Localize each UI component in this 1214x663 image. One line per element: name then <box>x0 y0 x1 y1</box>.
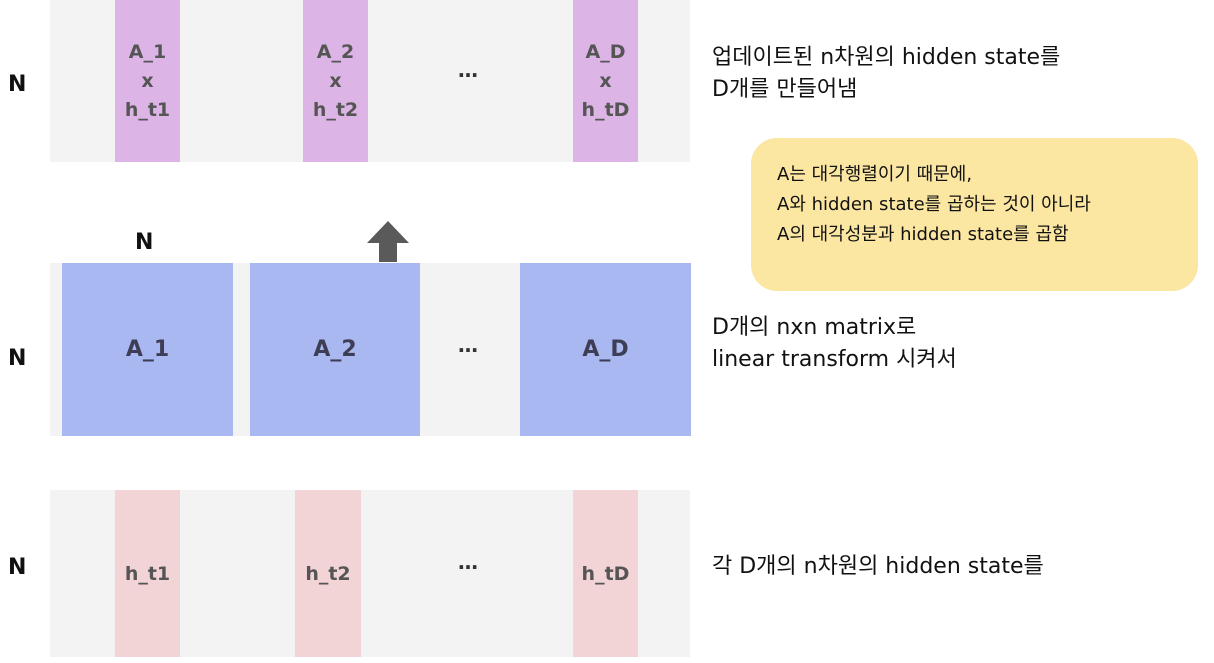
note-line-2: A와 hidden state를 곱하는 것이 아니라 <box>777 194 1091 215</box>
matrix-label: A_2 <box>313 337 357 362</box>
column-a-label: A_D <box>585 40 626 63</box>
matrix-n-label: N <box>135 230 154 255</box>
bottom-column-1: h_t1 <box>115 490 180 657</box>
top-description: 업데이트된 n차원의 hidden state를 D개를 만들어냄 <box>712 42 1060 106</box>
column-x-label: x <box>141 69 154 92</box>
top-column-2: A_2 x h_t2 <box>303 0 368 162</box>
middle-description-line-2: linear transform 시켜서 <box>712 347 957 372</box>
bottom-description-line-1: 각 D개의 n차원의 hidden state를 <box>712 554 1044 579</box>
column-h-label: h_t2 <box>312 98 359 121</box>
bottom-column-d: h_tD <box>573 490 638 657</box>
matrix-a2: A_2 <box>250 263 420 436</box>
column-h-label: h_tD <box>581 98 630 121</box>
note-callout: A는 대각행렬이기 때문에, A와 hidden state를 곱하는 것이 아… <box>751 138 1198 291</box>
top-n-label: N <box>8 72 27 97</box>
hidden-state-label: h_tD <box>581 562 630 585</box>
middle-description-line-1: D개의 nxn matrix로 <box>712 315 917 340</box>
column-a-label: A_2 <box>316 40 355 63</box>
bottom-n-label: N <box>8 555 27 580</box>
top-column-d: A_D x h_tD <box>573 0 638 162</box>
matrix-label: A_1 <box>125 337 170 362</box>
column-x-label: x <box>329 69 342 92</box>
bottom-column-2: h_t2 <box>295 490 361 657</box>
note-line-3: A의 대각성분과 hidden state를 곱함 <box>777 224 1069 245</box>
hidden-state-label: h_t1 <box>124 562 171 585</box>
top-description-line-1: 업데이트된 n차원의 hidden state를 <box>712 45 1061 70</box>
matrix-ad: A_D <box>520 263 691 436</box>
up-arrow-icon <box>367 221 409 262</box>
column-a-label: A_1 <box>128 40 167 63</box>
middle-ellipsis: … <box>458 333 479 357</box>
note-line-1: A는 대각행렬이기 때문에, <box>777 164 973 185</box>
matrix-a1: A_1 <box>62 263 233 436</box>
bottom-description: 각 D개의 n차원의 hidden state를 <box>712 551 1044 583</box>
column-h-label: h_t1 <box>124 98 171 121</box>
middle-description: D개의 nxn matrix로 linear transform 시켜서 <box>712 312 957 376</box>
top-ellipsis: … <box>458 58 479 82</box>
bottom-ellipsis: … <box>458 550 479 574</box>
top-column-1: A_1 x h_t1 <box>115 0 180 162</box>
hidden-state-label: h_t2 <box>305 562 351 585</box>
matrix-label: A_D <box>582 337 629 362</box>
top-description-line-2: D개를 만들어냄 <box>712 77 858 102</box>
middle-n-label: N <box>8 346 27 371</box>
column-x-label: x <box>599 69 612 92</box>
